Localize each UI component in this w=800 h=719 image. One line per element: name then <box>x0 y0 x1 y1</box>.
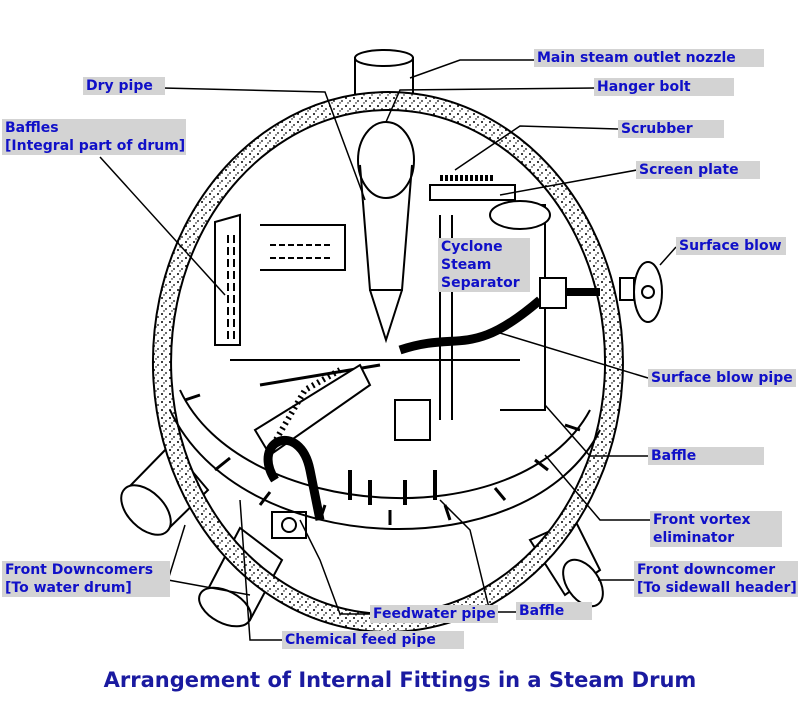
main-steam-outlet-nozzle-shape <box>354 49 414 99</box>
label-feedwater-pipe: Feedwater pipe <box>370 605 498 623</box>
surface-blow-flange <box>619 261 663 323</box>
label-text: Baffle <box>519 603 565 619</box>
label-front-downcomer: Front downcomer [To sidewall header] <box>634 561 798 597</box>
label-hanger-bolt: Hanger bolt <box>594 78 734 96</box>
label-scrubber: Scrubber <box>618 120 724 138</box>
label-text: Surface blow <box>679 238 782 254</box>
label-text: Dry pipe <box>86 78 153 94</box>
label-surface-blow: Surface blow <box>676 237 786 255</box>
label-text: Main steam outlet nozzle <box>537 50 736 66</box>
label-screen-plate: Screen plate <box>636 161 760 179</box>
label-text: Screen plate <box>639 162 739 178</box>
label-front-downcomers: Front Downcomers [To water drum] <box>2 561 170 597</box>
label-text: [Integral part of drum] <box>5 138 186 154</box>
label-front-vortex-eliminator: Front vortex eliminator <box>650 511 782 547</box>
label-text: Scrubber <box>621 121 693 137</box>
label-text: Front Downcomers <box>5 562 154 578</box>
label-baffles: Baffles [Integral part of drum] <box>2 119 186 155</box>
label-text: Front downcomer <box>637 562 776 578</box>
label-text: Baffles <box>5 120 59 136</box>
label-baffle-bottom: Baffle <box>516 602 592 620</box>
label-baffle-right: Baffle <box>648 447 764 465</box>
label-chemical-feed-pipe: Chemical feed pipe <box>282 631 464 649</box>
label-text: [To water drum] <box>5 580 132 596</box>
label-text: Chemical feed pipe <box>285 632 436 648</box>
label-text: [To sidewall header] <box>637 580 797 596</box>
label-text: Steam <box>441 257 492 273</box>
label-text: Cyclone <box>441 239 503 255</box>
label-text: eliminator <box>653 530 735 546</box>
label-main-steam-outlet-nozzle: Main steam outlet nozzle <box>534 49 764 67</box>
label-text: Front vortex <box>653 512 751 528</box>
label-dry-pipe: Dry pipe <box>83 77 165 95</box>
label-text: Separator <box>441 275 520 291</box>
leader-lines <box>99 59 677 641</box>
diagram-caption: Arrangement of Internal Fittings in a St… <box>103 668 697 692</box>
label-text: Baffle <box>651 448 697 464</box>
label-text: Surface blow pipe <box>651 370 793 386</box>
label-text: Feedwater pipe <box>373 606 496 622</box>
label-text: Hanger bolt <box>597 79 691 95</box>
label-surface-blow-pipe: Surface blow pipe <box>648 369 796 387</box>
